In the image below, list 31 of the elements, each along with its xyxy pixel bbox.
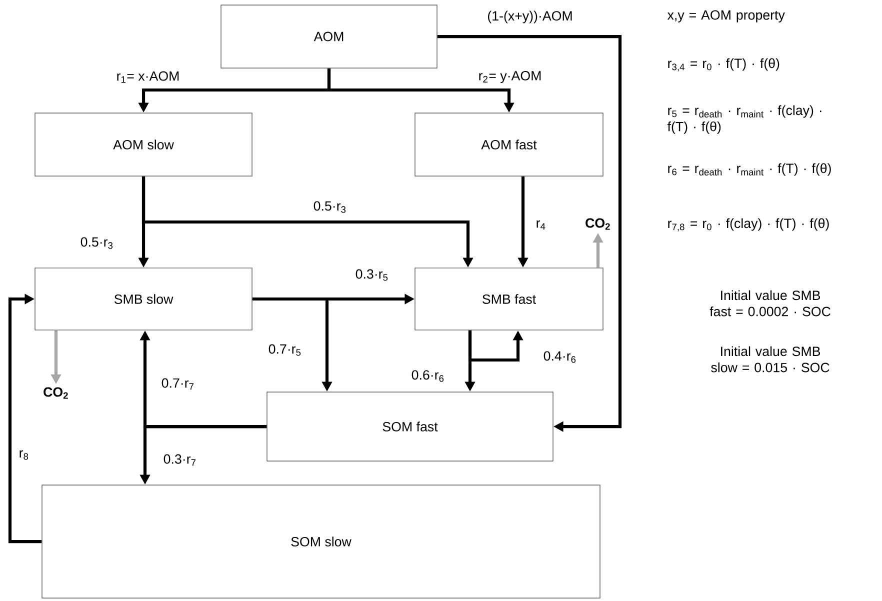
edge-label: 0.5·r$_{3}$ — [80, 237, 113, 249]
edge-label: 0.3·r$_{5}$ — [356, 269, 388, 281]
formula-note: Initial value SMB slow = 0.015 · SOC — [711, 346, 830, 372]
edge-label: r$_{8}$ — [20, 450, 28, 460]
formula-note: Initial value SMB fast = 0.0002 · SOC — [710, 290, 830, 316]
edge-label: 0.7·r$_{5}$ — [268, 344, 301, 356]
process-box: SOM slow — [42, 484, 600, 598]
formula-note: r$_{6}$ = r$_{death}$ · r$_{maint}$ · f(T) · f(θ) — [668, 163, 831, 176]
edge-label: 0.7·r$_{7}$ — [162, 378, 194, 390]
edge-label: 0.5·r$_{3}$ — [314, 201, 346, 213]
edge-label: (1-(x+y))·AOM — [488, 10, 572, 24]
edge-label: 0.3·r$_{7}$ — [164, 454, 196, 466]
process-box: SOM fast — [266, 392, 554, 462]
formula-note: r$_{3,4}$ = r$_{0}$ · f(T) · f(θ) — [668, 58, 780, 72]
edge-label: r$_{1}$= x·AOM — [117, 71, 179, 83]
process-box: SMB fast — [414, 268, 604, 330]
process-box: AOM fast — [414, 112, 604, 176]
arrow — [8, 294, 42, 544]
edge-label: r$_{4}$ — [536, 220, 546, 230]
edge-label: r$_{2}$= y·AOM — [479, 70, 541, 84]
process-box: SMB slow — [34, 268, 252, 330]
output-label: CO$_{2}$ — [586, 218, 610, 230]
arrow — [437, 34, 622, 432]
process-box: AOM slow — [34, 112, 252, 176]
edge-label: 0.4·r$_{6}$ — [544, 351, 576, 363]
formula-note: r$_{7,8}$ = r$_{0}$ · f(clay) · f(T) · f(θ) — [668, 218, 829, 232]
edge-label: 0.6·r$_{6}$ — [412, 370, 444, 382]
formula-note: r$_{5}$ = r$_{death}$ · r$_{maint}$ · f(clay) · f(T) · f(θ) — [667, 105, 822, 134]
formula-note: x,y = AOM property — [667, 10, 785, 22]
output-label: CO$_{2}$ — [44, 387, 68, 399]
process-box: AOM — [220, 4, 438, 68]
